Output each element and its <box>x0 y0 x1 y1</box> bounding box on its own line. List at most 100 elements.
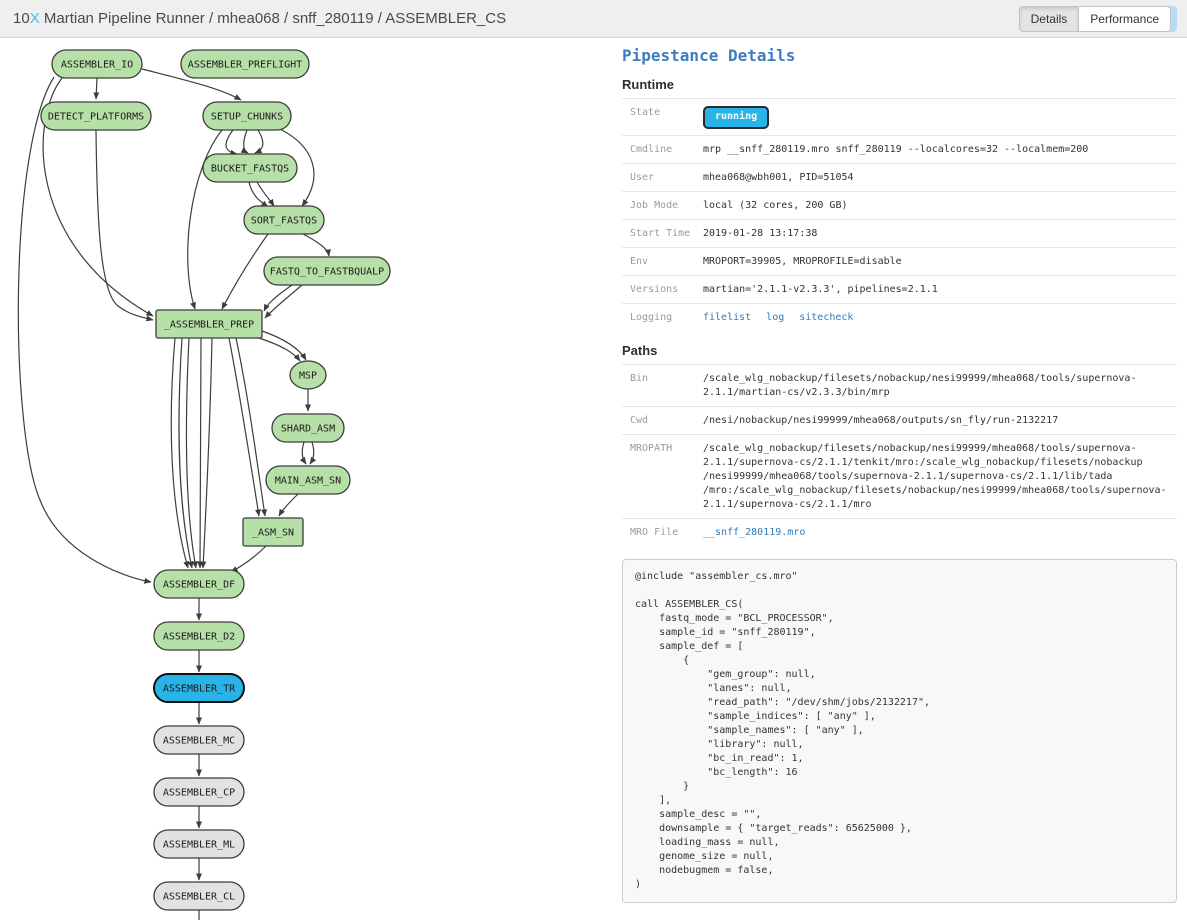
graph-edge-sort_fastqs-to-fastq_to_fastbqualp <box>302 233 331 257</box>
graph-edge-setup_chunks-to-_assembler_prep <box>187 129 223 310</box>
graph-node-shard_asm[interactable]: SHARD_ASM <box>271 413 345 443</box>
paths-table: Bin/scale_wlg_nobackup/filesets/nobackup… <box>622 364 1177 546</box>
graph-node-label: BUCKET_FASTQS <box>211 164 289 175</box>
graph-node-shape <box>155 309 263 339</box>
graph-node-assembler_cp[interactable]: ASSEMBLER_CP <box>153 777 245 807</box>
graph-node-label: ASSEMBLER_PREFLIGHT <box>188 60 302 71</box>
runtime-row: Cmdline mrp __snff_280119.mro snff_280119… <box>622 135 1177 163</box>
graph-node-label: DETECT_PLATFORMS <box>48 112 144 123</box>
graph-node-label: ASSEMBLER_IO <box>61 60 133 71</box>
graph-node-assembler_mc[interactable]: ASSEMBLER_MC <box>153 725 245 755</box>
runtime-row-value: 2019-01-28 13:17:38 <box>703 228 818 239</box>
graph-node-shape <box>180 49 310 79</box>
graph-node-shape <box>153 569 245 599</box>
performance-button[interactable]: Performance <box>1079 6 1171 32</box>
paths-row-label: Bin <box>630 373 649 384</box>
runtime-row-value: mrp __snff_280119.mro snff_280119 --loca… <box>703 144 1089 155</box>
runtime-row-value: local (32 cores, 200 GB) <box>703 200 848 211</box>
graph-edge-assembler_io-to-detect_platforms <box>93 77 100 100</box>
graph-node-label: ASSEMBLER_CL <box>163 892 235 903</box>
runtime-heading: Runtime <box>622 77 674 92</box>
graph-node-label: SORT_FASTQS <box>251 216 317 227</box>
graph-node-msp[interactable]: MSP <box>289 360 327 390</box>
filelist-link[interactable]: filelist <box>703 312 752 323</box>
graph-node-main_asm_sn[interactable]: MAIN_ASM_SN <box>265 465 351 495</box>
graph-edge-fastq_to_fastbqualp-to-_assembler_prep <box>263 284 293 312</box>
graph-node-shape <box>153 829 245 859</box>
graph-node-shape <box>40 101 152 131</box>
paths-row: Bin/scale_wlg_nobackup/filesets/nobackup… <box>622 364 1177 406</box>
runtime-row-value: martian='2.1.1-v2.3.3', pipelines=2.1.1 <box>703 284 938 295</box>
graph-node-assembler_io[interactable]: ASSEMBLER_IO <box>51 49 143 79</box>
graph-edge-_assembler_prep-to-assembler_df <box>178 337 194 569</box>
log-link[interactable]: log <box>766 312 785 323</box>
runtime-row-label: Env <box>630 256 649 267</box>
graph-node-_assembler_prep[interactable]: _ASSEMBLER_PREP <box>155 309 263 339</box>
panel-title: Pipestance Details <box>622 46 796 65</box>
graph-node-sort_fastqs[interactable]: SORT_FASTQS <box>243 205 325 235</box>
runtime-row-label: Job Mode <box>630 200 679 211</box>
graph-edge-assembler_io-to-_assembler_prep <box>42 77 154 317</box>
graph-node-label: ASSEMBLER_DF <box>163 580 235 591</box>
graph-edge-shard_asm-to-main_asm_sn <box>299 441 307 465</box>
paths-row: MROPATH/scale_wlg_nobackup/filesets/noba… <box>622 434 1177 518</box>
graph-edge-shard_asm-to-main_asm_sn <box>309 441 317 465</box>
mro-code-block: @include "assembler_cs.mro" call ASSEMBL… <box>622 559 1177 903</box>
graph-edge-assembler_io-to-setup_chunks <box>141 68 242 101</box>
runtime-row-value: running <box>703 106 770 129</box>
graph-node-shape <box>202 101 292 131</box>
runtime-row-value: mhea068@wbh001, PID=51054 <box>703 172 854 183</box>
runtime-row: Logging filelist log sitecheck <box>622 303 1177 331</box>
graph-node-assembler_cl[interactable]: ASSEMBLER_CL <box>153 881 245 911</box>
paths-row-value: /scale_wlg_nobackup/filesets/nobackup/ne… <box>703 443 1167 510</box>
graph-node-label: SHARD_ASM <box>281 424 335 435</box>
graph-edge-_assembler_prep-to-assembler_df <box>197 337 204 569</box>
paths-row-label: Cwd <box>630 415 649 426</box>
graph-node-shape <box>263 256 391 286</box>
paths-row-value: /scale_wlg_nobackup/filesets/nobackup/ne… <box>703 373 1137 398</box>
graph-node-shape <box>242 517 304 547</box>
graph-node-detect_platforms[interactable]: DETECT_PLATFORMS <box>40 101 152 131</box>
graph-node-shape <box>153 673 245 703</box>
runtime-row: Job Mode local (32 cores, 200 GB) <box>622 191 1177 219</box>
graph-edge-_asm_sn-to-assembler_df <box>230 545 267 573</box>
graph-edge-main_asm_sn-to-_asm_sn <box>278 493 299 517</box>
graph-node-_asm_sn[interactable]: _ASM_SN <box>242 517 304 547</box>
graph-edge-_assembler_prep-to-assembler_df <box>170 337 190 569</box>
graph-edge-bucket_fastqs-to-sort_fastqs <box>256 181 275 207</box>
details-button[interactable]: Details <box>1018 6 1080 32</box>
paths-row: MRO File __snff_280119.mro <box>622 518 1177 546</box>
mro-file-link[interactable]: __snff_280119.mro <box>703 527 806 538</box>
graph-node-bucket_fastqs[interactable]: BUCKET_FASTQS <box>202 153 298 183</box>
graph-node-assembler_df[interactable]: ASSEMBLER_DF <box>153 569 245 599</box>
graph-node-shape <box>153 881 245 911</box>
graph-edge-setup_chunks-to-sort_fastqs <box>277 127 315 207</box>
graph-node-assembler_tr[interactable]: ASSEMBLER_TR <box>153 673 245 703</box>
graph-edge-_assembler_prep-to-_asm_sn <box>235 337 268 517</box>
graph-node-assembler_d2[interactable]: ASSEMBLER_D2 <box>153 621 245 651</box>
runtime-row-label: Logging <box>630 312 673 323</box>
graph-node-assembler_ml[interactable]: ASSEMBLER_ML <box>153 829 245 859</box>
graph-node-fastq_to_fastbqualp[interactable]: FASTQ_TO_FASTBQUALP <box>263 256 391 286</box>
paths-row-label: MRO File <box>630 527 679 538</box>
graph-node-label: ASSEMBLER_CP <box>163 788 235 799</box>
graph-edge-setup_chunks-to-bucket_fastqs <box>240 129 249 154</box>
pipeline-graph: ASSEMBLER_IO ASSEMBLER_PREFLIGHT DETECT_PL… <box>17 49 391 920</box>
graph-node-shape <box>202 153 298 183</box>
graph-node-shape <box>153 725 245 755</box>
paths-row-label: MROPATH <box>630 443 673 454</box>
sitecheck-link[interactable]: sitecheck <box>799 312 854 323</box>
graph-node-assembler_preflight[interactable]: ASSEMBLER_PREFLIGHT <box>180 49 310 79</box>
graph-node-setup_chunks[interactable]: SETUP_CHUNKS <box>202 101 292 131</box>
paths-row-value: __snff_280119.mro <box>703 526 820 540</box>
brand-10: 10 <box>13 10 30 27</box>
runtime-row-label: Cmdline <box>630 144 673 155</box>
runtime-row-value: filelist log sitecheck <box>703 311 868 325</box>
graph-node-label: ASSEMBLER_D2 <box>163 632 235 643</box>
